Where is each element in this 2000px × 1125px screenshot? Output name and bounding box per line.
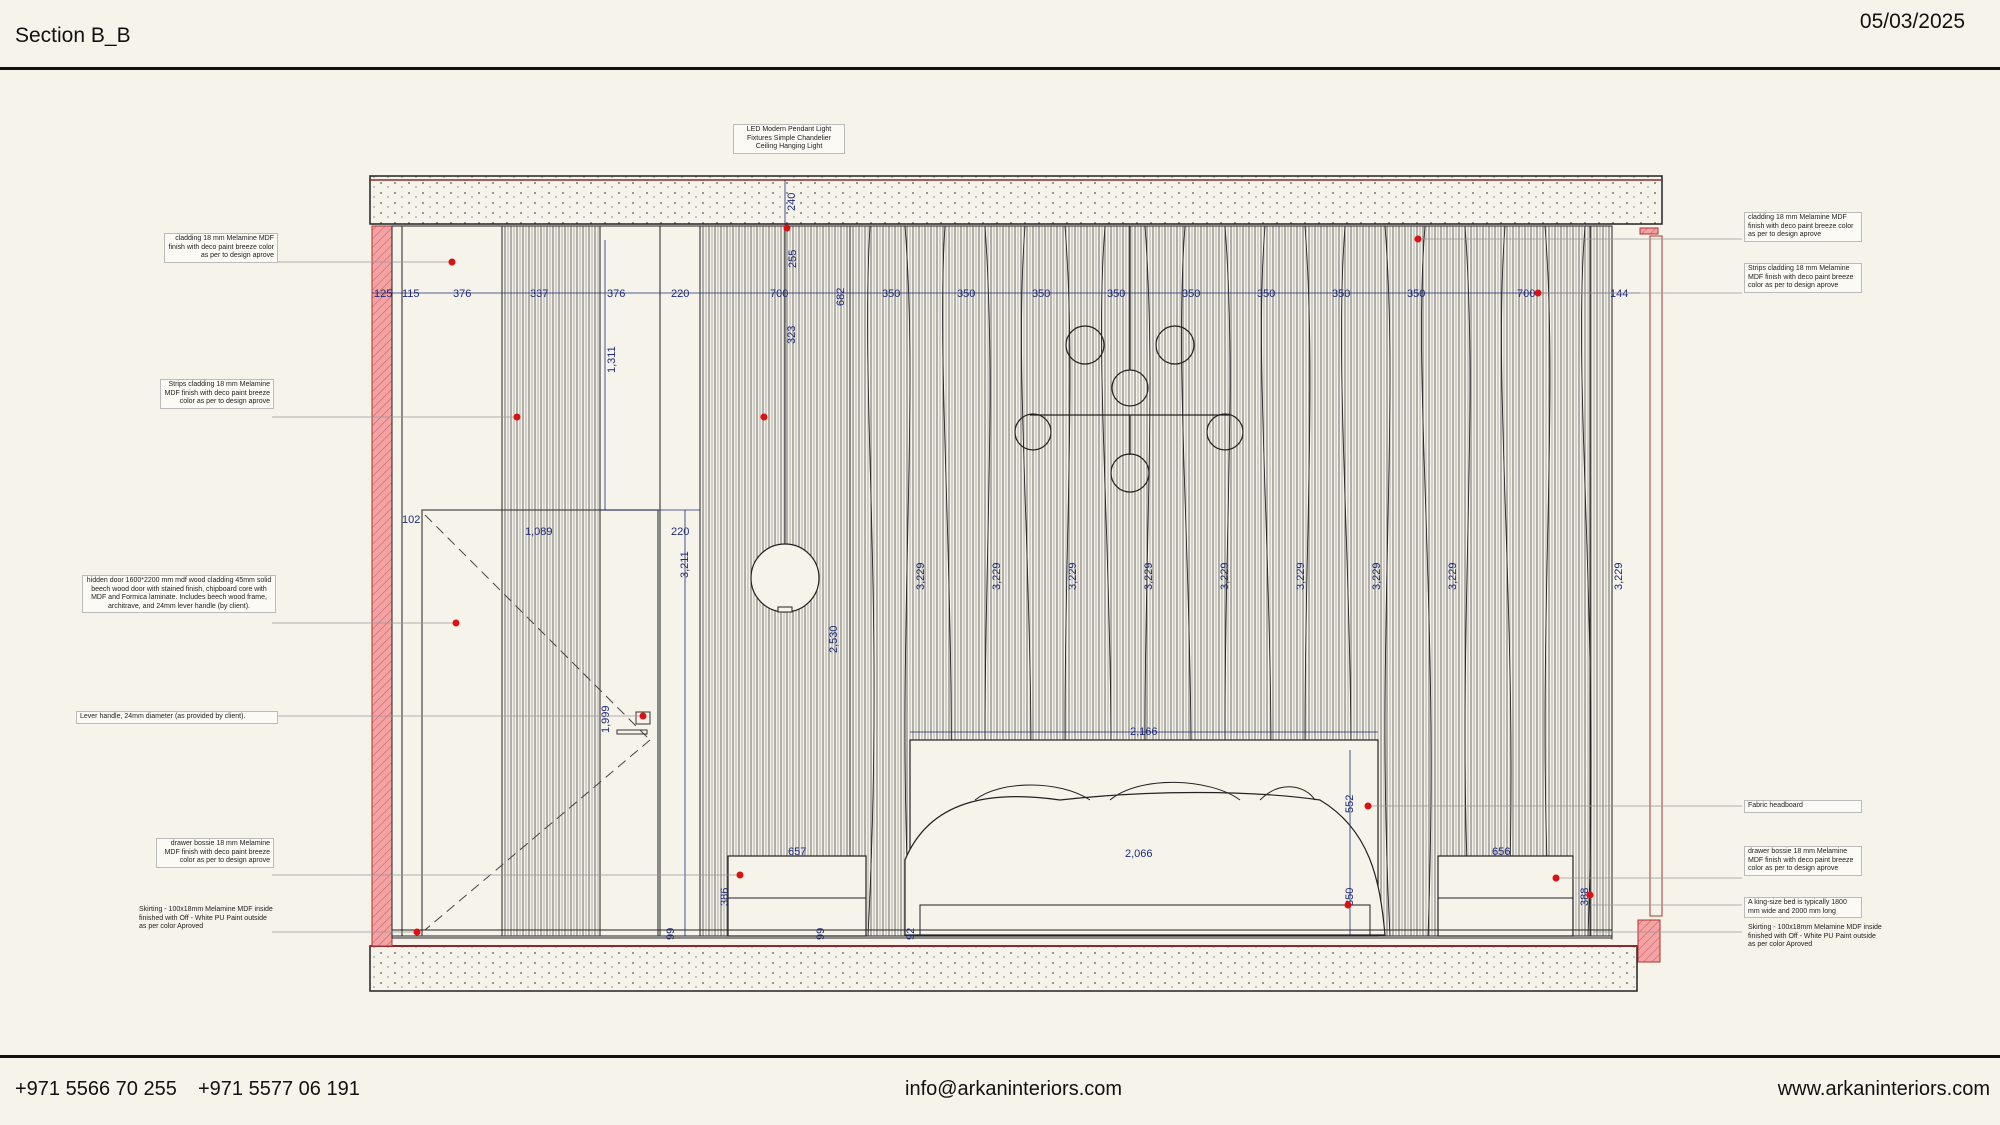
svg-text:99: 99 — [665, 928, 677, 940]
note-cladding-right: cladding 18 mm Melamine MDF finish with … — [1744, 212, 1862, 242]
svg-text:682: 682 — [835, 288, 847, 306]
note-cladding-left: cladding 18 mm Melamine MDF finish with … — [164, 233, 278, 263]
note-king-bed: A king-size bed is typically 1800 mm wid… — [1744, 897, 1862, 918]
svg-text:386: 386 — [719, 888, 731, 906]
svg-text:3,229: 3,229 — [1143, 562, 1155, 590]
ceiling-slab — [369, 175, 1663, 225]
svg-text:3,229: 3,229 — [1371, 562, 1383, 590]
drawer-right — [1437, 855, 1574, 937]
svg-text:3,211: 3,211 — [679, 551, 691, 578]
svg-text:350: 350 — [1182, 288, 1200, 300]
svg-text:323: 323 — [786, 326, 798, 344]
svg-text:376: 376 — [453, 288, 471, 300]
svg-text:350: 350 — [1407, 288, 1425, 300]
page-title: Section B_B — [15, 24, 131, 47]
annotation-markers — [413, 224, 1594, 936]
svg-text:350: 350 — [1107, 288, 1125, 300]
note-fabric-headboard: Fabric headboard — [1744, 800, 1862, 813]
svg-text:1,999: 1,999 — [600, 705, 612, 733]
right-wall-section — [1637, 919, 1661, 963]
svg-text:220: 220 — [671, 288, 689, 300]
svg-text:3,229: 3,229 — [1295, 562, 1307, 590]
note-skirting-right: Skirting - 100x18mm Melamine MDF inside … — [1748, 924, 1882, 948]
svg-text:240: 240 — [786, 193, 798, 211]
svg-text:337: 337 — [530, 288, 548, 300]
website-link[interactable]: www.arkaninteriors.com — [1777, 1078, 1990, 1100]
svg-text:220: 220 — [671, 526, 689, 538]
phone-link-2[interactable]: +971 5577 06 191 — [198, 1078, 360, 1100]
note-drawer-left: drawer bossie 18 mm Melamine MDF finish … — [156, 838, 274, 868]
svg-text:657: 657 — [788, 846, 806, 858]
strip-cladding-1 — [501, 225, 601, 937]
svg-text:102: 102 — [402, 514, 420, 526]
header-divider — [0, 67, 2000, 70]
svg-text:1,311: 1,311 — [606, 346, 618, 373]
svg-text:2,066: 2,066 — [1125, 848, 1153, 860]
svg-text:700: 700 — [770, 288, 788, 300]
svg-text:656: 656 — [1492, 846, 1510, 858]
svg-text:115: 115 — [402, 288, 420, 300]
svg-text:350: 350 — [1257, 288, 1275, 300]
svg-text:255: 255 — [787, 250, 799, 268]
svg-text:350: 350 — [957, 288, 975, 300]
svg-text:552: 552 — [1344, 795, 1356, 813]
note-pendant: LED Modern Pendant Light Fixtures Simple… — [733, 124, 845, 154]
phone-link-1[interactable]: +971 5566 70 255 — [15, 1078, 177, 1100]
svg-text:144: 144 — [1610, 288, 1628, 300]
note-strips-left: Strips cladding 18 mm Melamine MDF finis… — [160, 379, 274, 409]
svg-text:3,229: 3,229 — [1613, 562, 1625, 590]
note-strips-right: Strips cladding 18 mm Melamine MDF finis… — [1744, 263, 1862, 293]
svg-text:1,089: 1,089 — [525, 526, 553, 538]
note-lever-handle: Lever handle, 24mm diameter (as provided… — [76, 711, 278, 724]
svg-text:99: 99 — [815, 928, 827, 940]
drawer-left — [727, 855, 867, 937]
svg-text:350: 350 — [1344, 888, 1356, 906]
svg-text:350: 350 — [1032, 288, 1050, 300]
chandelier — [1014, 226, 1244, 493]
dimension-labels: 125 115 376 337 376 220 700 350 350 350 … — [374, 193, 1628, 940]
svg-text:3,229: 3,229 — [991, 562, 1003, 590]
svg-text:3,229: 3,229 — [1447, 562, 1459, 590]
svg-text:350: 350 — [1332, 288, 1350, 300]
leader-lines — [272, 238, 1742, 933]
left-wall-section — [371, 225, 393, 947]
svg-text:3,229: 3,229 — [1219, 562, 1231, 590]
svg-text:350: 350 — [882, 288, 900, 300]
svg-text:92: 92 — [905, 928, 917, 940]
footer-divider — [0, 1055, 2000, 1058]
note-drawer-right: drawer bossie 18 mm Melamine MDF finish … — [1744, 846, 1862, 876]
svg-text:2,530: 2,530 — [828, 625, 840, 653]
note-skirting-left: Skirting - 100x18mm Melamine MDF inside … — [139, 906, 273, 930]
king-bed — [904, 791, 1386, 936]
svg-text:3,229: 3,229 — [1067, 562, 1079, 590]
floor-slab — [369, 945, 1638, 992]
pendant-lamp — [750, 543, 820, 613]
email-link[interactable]: info@arkaninteriors.com — [905, 1078, 1123, 1100]
svg-text:700: 700 — [1517, 288, 1535, 300]
hidden-door — [421, 509, 659, 937]
svg-text:125: 125 — [374, 288, 392, 300]
svg-text:376: 376 — [607, 288, 625, 300]
date-label: 05/03/2025 — [1859, 10, 1965, 33]
note-hidden-door: hidden door 1600*2200 mm mdf wood claddi… — [82, 575, 276, 613]
svg-text:3,229: 3,229 — [915, 562, 927, 590]
svg-text:2,166: 2,166 — [1130, 726, 1158, 738]
